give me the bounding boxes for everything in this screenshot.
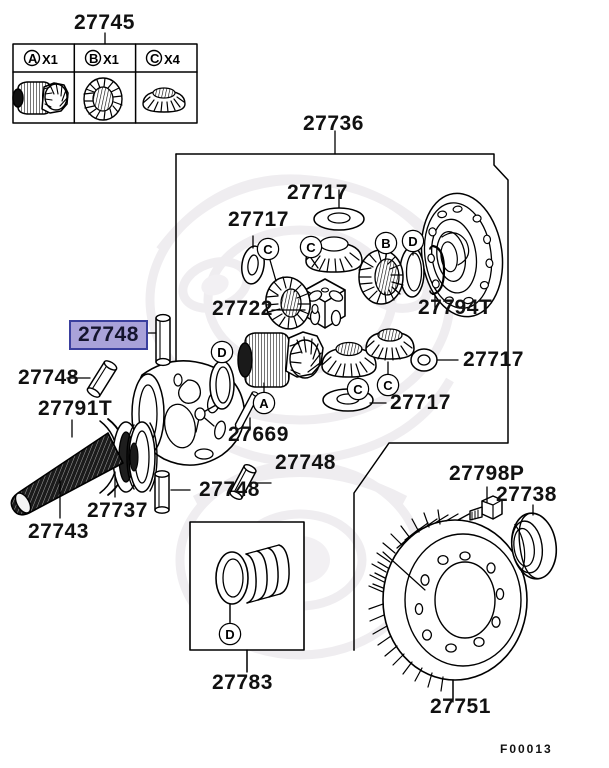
callout-d-left: D [212, 342, 232, 362]
main-assembly-frame [175, 130, 509, 651]
legend-callout-a-letter: A [28, 51, 38, 66]
drive-shaft [10, 432, 124, 516]
callout-c-lower: C [348, 379, 368, 399]
snap-ring-27794t [429, 244, 446, 296]
label-27717-upper: 27717 [287, 181, 348, 204]
pinion-gear-c-right [365, 328, 415, 361]
legend-qty-a: X1 [42, 52, 58, 67]
thrust-washer-d-left [209, 360, 235, 410]
callout-c-upper: C [301, 237, 321, 257]
roll-pin-center [229, 464, 257, 500]
label-27791t: 27791T [38, 397, 113, 420]
legend-icon-c [142, 87, 186, 113]
roll-pin-lower [154, 470, 170, 514]
callout-d-right: D [403, 231, 423, 251]
output-bearing-27738 [510, 512, 558, 580]
label-27748-lower: 27748 [199, 478, 260, 501]
label-27798p: 27798P [449, 462, 525, 485]
callout-a: A [254, 393, 274, 413]
thrust-washer-upper [313, 207, 365, 231]
label-27751: 27751 [430, 695, 491, 718]
legend-qty-c: X4 [164, 52, 180, 67]
side-gear-b [358, 249, 404, 305]
callout-c-right: C [378, 375, 398, 395]
legend-callout-b-letter: B [89, 51, 99, 66]
callout-d-shimbox: D [220, 624, 240, 644]
pinion-gear-c-lower [321, 341, 377, 378]
label-27717-left: 27717 [228, 208, 289, 231]
legend-part-number: 27745 [74, 11, 135, 34]
ring-gear [368, 509, 528, 703]
callout-c-left: C [258, 239, 278, 259]
label-27794t: 27794T [418, 296, 493, 319]
bearing-stack [99, 418, 158, 496]
legend-icon-a [12, 81, 69, 115]
shim-rings [215, 544, 290, 623]
legend-icon-b [83, 77, 123, 121]
thrust-washer-right [410, 348, 438, 372]
spider-cross-block [304, 278, 346, 329]
side-gear-a [237, 331, 324, 388]
main-assembly-part-number: 27736 [303, 112, 364, 135]
label-27748-left: 27748 [18, 366, 79, 389]
drawing-code: F00013 [500, 742, 553, 756]
roll-pin-highlighted [155, 313, 171, 367]
pinion-gear-c-left [265, 276, 311, 330]
leader-lines [59, 189, 534, 701]
callout-b: B [376, 233, 396, 253]
label-27783: 27783 [212, 671, 273, 694]
label-27748-highlighted[interactable]: 27748 [69, 320, 148, 350]
thrust-washer-left [241, 245, 265, 285]
legend-callout-c-letter: C [150, 51, 160, 66]
label-27722-spider: 27722 [212, 297, 273, 320]
label-27717-right: 27717 [463, 348, 524, 371]
roll-pin-left [86, 360, 118, 398]
legend-qty-b: X1 [103, 52, 119, 67]
label-27743: 27743 [28, 520, 89, 543]
thrust-washer-d [399, 246, 425, 298]
label-27737: 27737 [87, 499, 148, 522]
ring-gear-teeth [396, 513, 470, 549]
label-27669: 27669 [228, 423, 289, 446]
label-27748-center: 27748 [275, 451, 336, 474]
label-27738: 27738 [496, 483, 557, 506]
label-27717-bottom: 27717 [390, 391, 451, 414]
